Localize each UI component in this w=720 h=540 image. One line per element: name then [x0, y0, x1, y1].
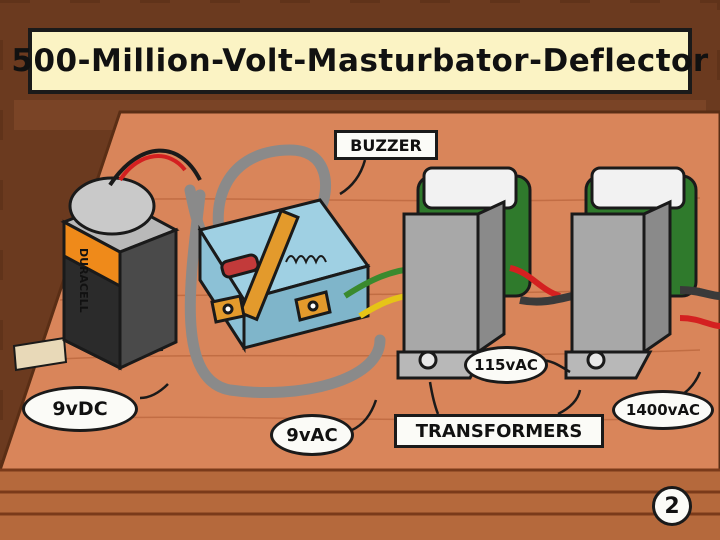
- battery-terminal: [68, 176, 156, 236]
- table-edge-lines: [0, 468, 720, 516]
- arrow-transformer-2: [557, 389, 582, 416]
- buzzer-spring: [285, 255, 327, 265]
- buzzer-coil: [220, 253, 260, 279]
- ac-input-bubble: 9vAC: [270, 414, 354, 456]
- gray-cable-2: [184, 189, 386, 398]
- black-wire: [108, 148, 202, 187]
- buzzer-label-box: BUZZER: [334, 130, 438, 160]
- wire-out-black: [679, 286, 720, 300]
- mid-voltage-bubble: 115vAC: [464, 346, 548, 384]
- battery-voltage-label: 9vDC: [52, 398, 108, 420]
- transformer-2-core-top: [590, 166, 686, 210]
- battery-side: [118, 227, 178, 371]
- wire-out-red: [679, 315, 720, 329]
- arrow-9vdc: [139, 383, 169, 400]
- arrow-transformer-1: [428, 381, 440, 415]
- transformer-1-core-side: [476, 199, 506, 355]
- transformer-1-screw: [418, 350, 438, 370]
- wire-mid-black: [519, 292, 573, 306]
- buzzer-brass-bar: [238, 208, 300, 322]
- transformer-2-core-side: [642, 199, 672, 355]
- buzzer-screw-1: [222, 303, 234, 315]
- wire-mid-red: [509, 265, 562, 299]
- transformers-label-box: TRANSFORMERS: [394, 414, 604, 448]
- ac-input-label: 9vAC: [286, 424, 338, 446]
- transformer-2-screw: [586, 350, 606, 370]
- output-voltage-label: 1400vAC: [625, 401, 701, 419]
- battery-voltage-bubble: 9vDC: [22, 386, 138, 432]
- transformer-2-foot: [564, 350, 653, 380]
- title-banner: 500-Million-Volt-Masturbator-Deflector: [11, 28, 708, 94]
- table-front-edge: [0, 470, 720, 540]
- output-voltage-bubble: 1400vAC: [612, 390, 714, 430]
- buzzer-assembly: [197, 198, 371, 354]
- arrow-9vac: [351, 399, 378, 432]
- battery-9v: [60, 176, 180, 371]
- arrow-buzzer: [339, 159, 367, 196]
- transformer-1: [396, 166, 532, 380]
- page-number: 2: [664, 493, 680, 519]
- gray-cable-top: [212, 144, 331, 276]
- transformers-label: TRANSFORMERS: [415, 420, 583, 442]
- buzzer-screw-2: [307, 300, 319, 312]
- tape: [12, 336, 68, 372]
- battery-brand: DURACELL: [77, 248, 90, 313]
- transformer-2: [564, 166, 698, 380]
- page-title: 500-Million-Volt-Masturbator-Deflector: [11, 43, 709, 79]
- red-wire: [118, 154, 187, 182]
- mid-voltage-label: 115vAC: [474, 356, 538, 374]
- transformer-2-core-front: [570, 212, 646, 354]
- page-number-badge: 2: [652, 486, 692, 526]
- buzzer-label: BUZZER: [350, 135, 422, 155]
- transformer-1-core-front: [402, 212, 480, 354]
- transformer-1-core-top: [422, 166, 518, 210]
